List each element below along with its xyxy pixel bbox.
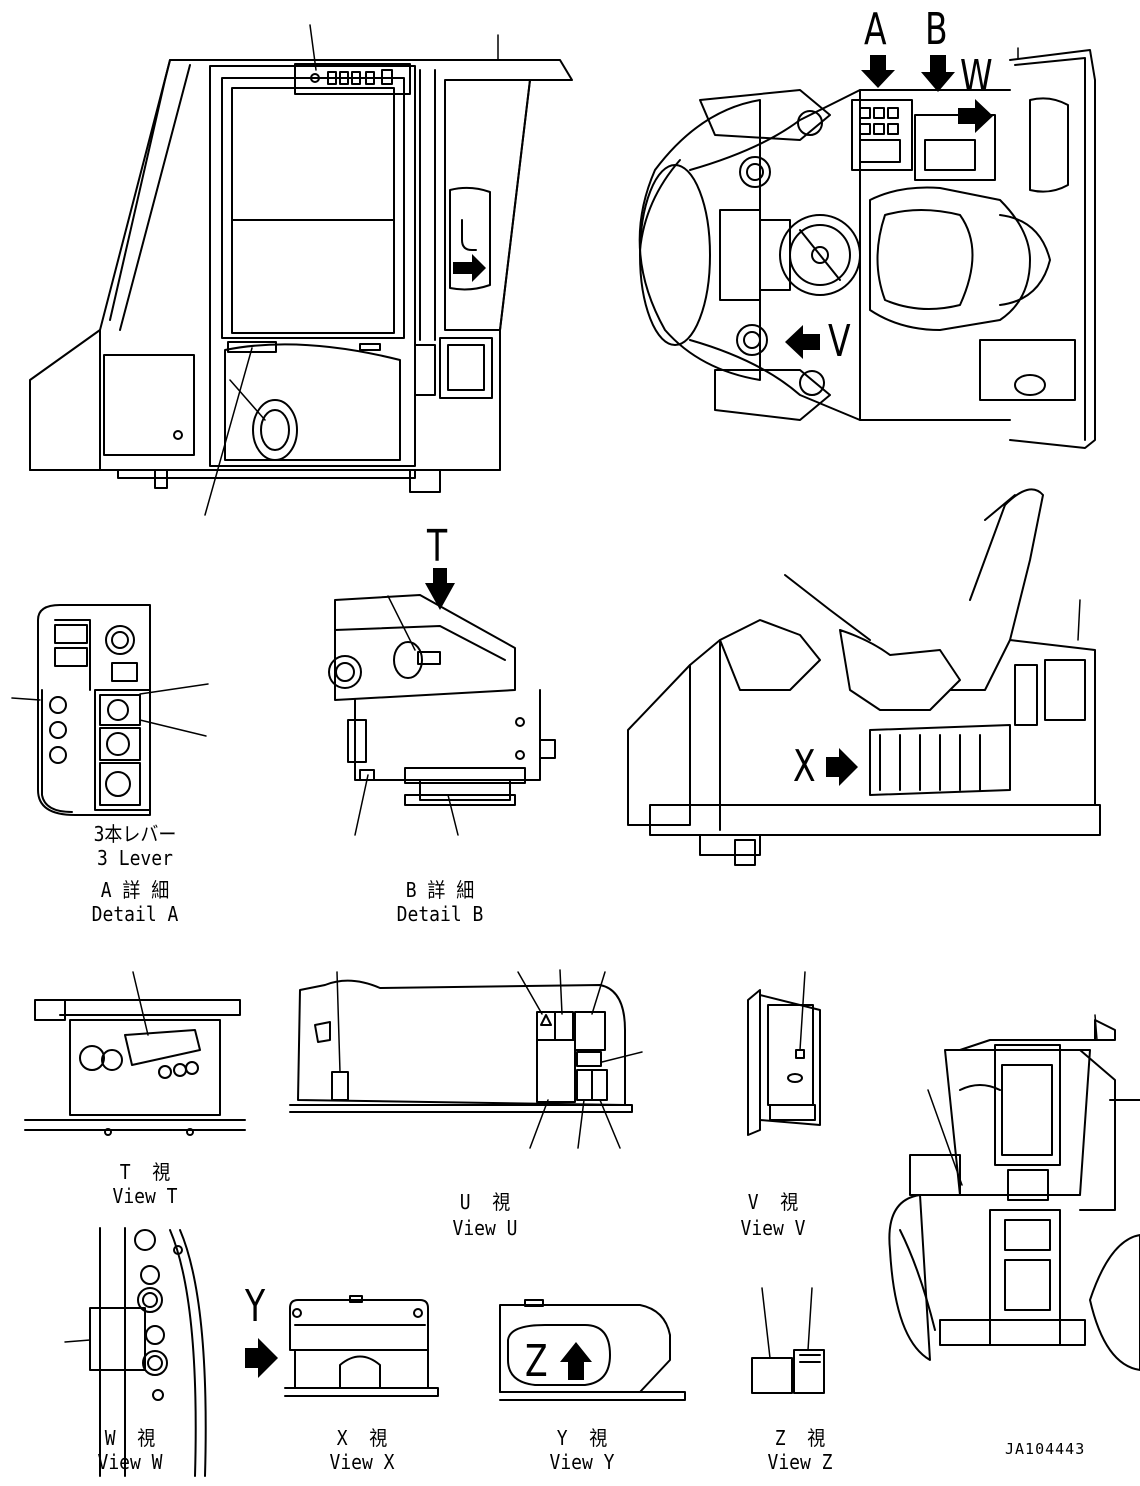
detail-a-extra-jp: 3本レバー (93, 822, 177, 846)
cab-top-plan-view (638, 47, 1096, 449)
detail-a-caption-en: Detail A (91, 902, 179, 926)
view-v-caption-en: View V (740, 1216, 806, 1240)
callout-a: A (864, 4, 887, 55)
view-t-caption-en: View T (112, 1184, 178, 1208)
view-w-drawing (64, 1227, 207, 1477)
view-w-caption-jp: W 視 (104, 1426, 156, 1450)
view-u-caption-en: View U (452, 1216, 518, 1240)
callout-v: V (828, 316, 851, 367)
view-y-drawing (499, 1299, 686, 1401)
callout-b: B (925, 4, 948, 55)
view-y-caption-en: View Y (549, 1450, 615, 1474)
callout-w: W (960, 51, 993, 102)
view-x-caption-en: View X (329, 1450, 395, 1474)
machine-front-view (888, 1014, 1140, 1371)
detail-a-caption-jp: A 詳 細 (100, 878, 170, 902)
view-y-arrow (560, 1342, 592, 1380)
view-z-drawing (751, 1287, 825, 1394)
detail-a-extra-en: 3 Lever (97, 846, 173, 870)
view-t-caption-jp: T 視 (119, 1160, 171, 1184)
callout-t: T (427, 521, 448, 572)
cab-interior-side-view (627, 488, 1101, 866)
view-u-caption-jp: U 視 (459, 1190, 511, 1214)
view-v-caption-jp: V 視 (747, 1190, 799, 1214)
callout-y: Y (245, 1281, 266, 1332)
detail-b-caption-en: Detail B (396, 902, 484, 926)
view-t-drawing (24, 971, 246, 1136)
callout-z: Z (525, 1336, 548, 1387)
view-y-caption-jp: Y 視 (556, 1426, 608, 1450)
view-v-drawing (747, 971, 821, 1136)
view-x-caption-jp: X 視 (336, 1426, 388, 1450)
view-z-caption-jp: Z 視 (774, 1426, 826, 1450)
detail-a-drawing (11, 604, 209, 816)
cab-side-view (29, 24, 573, 516)
callout-arrows-top (245, 55, 993, 1378)
detail-b-caption-jp: B 詳 細 (405, 878, 475, 902)
callout-x: X (793, 741, 816, 792)
view-z-caption-en: View Z (767, 1450, 833, 1474)
view-x-drawing (284, 1295, 439, 1397)
view-w-caption-en: View W (97, 1450, 163, 1474)
view-u-drawing (289, 969, 643, 1149)
detail-b-drawing (328, 594, 556, 836)
drawing-number: JA104443 (1005, 1440, 1086, 1458)
